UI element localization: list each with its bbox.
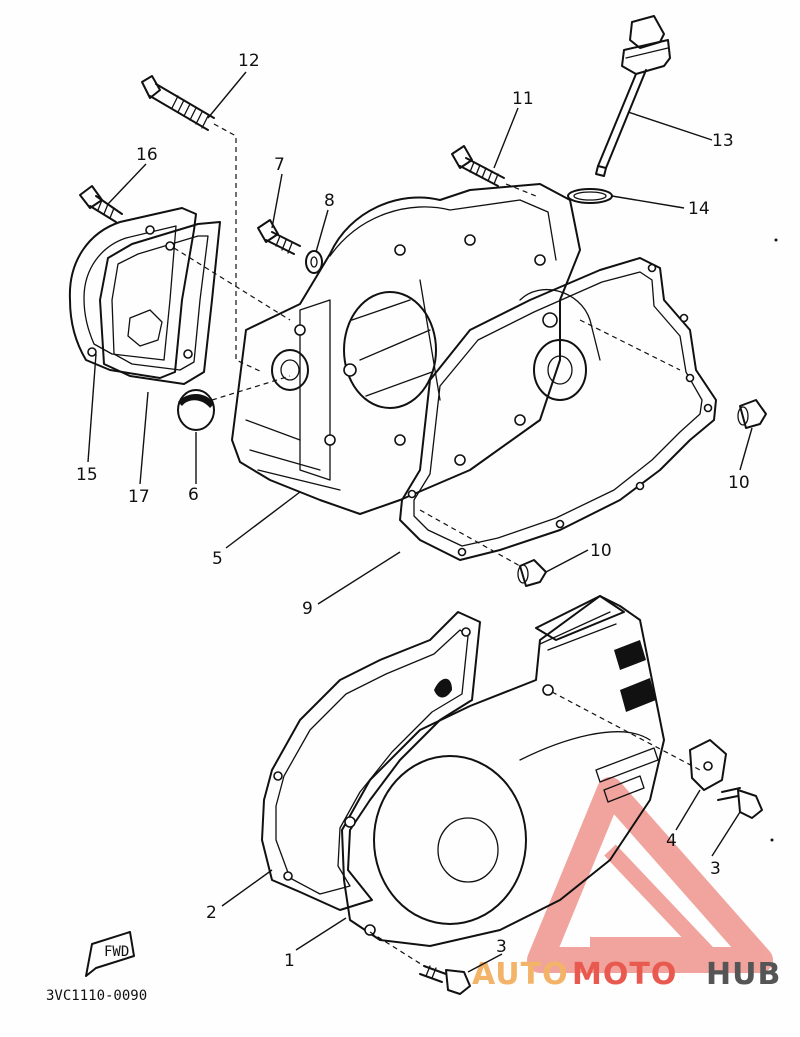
callout-14: 14: [688, 199, 710, 219]
callout-1: 1: [284, 951, 295, 971]
callout-4: 4: [666, 831, 677, 851]
callout-10-lower: 10: [590, 541, 612, 561]
fwd-arrow-icon: FWD: [85, 931, 135, 977]
callout-6: 6: [188, 485, 199, 505]
watermark-text: AUTO MOTO HUB: [472, 957, 781, 992]
part-17-gasket: [99, 221, 291, 385]
scan-speck: [770, 838, 774, 842]
callout-11: 11: [512, 89, 534, 109]
callout-8: 8: [324, 191, 335, 211]
callout-7: 7: [274, 155, 285, 175]
part-10-dowel-right: [737, 399, 767, 429]
callout-15: 15: [76, 465, 98, 485]
callout-9: 9: [302, 599, 313, 619]
watermark-logo: [527, 777, 773, 973]
part-3-bolt-right: [717, 787, 763, 819]
fwd-label: FWD: [104, 944, 129, 960]
part-4-bracket: [689, 739, 727, 791]
callout-17: 17: [128, 487, 150, 507]
callout-2: 2: [206, 903, 217, 923]
callout-3-right: 3: [710, 859, 721, 879]
watermark-word-auto: AUTO: [472, 957, 569, 992]
callout-16: 16: [136, 145, 158, 165]
part-15-small-cover: [68, 207, 197, 379]
part-14-o-ring: [567, 188, 613, 204]
part-16-bolt: [79, 185, 123, 223]
part-12-bolt: [141, 75, 263, 373]
callout-13: 13: [712, 131, 734, 151]
part-2-outer-gasket: [261, 611, 481, 911]
part-11-bolt: [451, 145, 537, 197]
scan-speck: [774, 238, 778, 242]
callout-5: 5: [212, 549, 223, 569]
callout-3-lower: 3: [496, 937, 507, 957]
part-5-crankcase-cover: [231, 183, 681, 515]
watermark-word-hub: HUB: [706, 957, 781, 992]
part-8-washer: [305, 250, 323, 274]
part-3-bolt-lower: [369, 931, 471, 995]
leader-lines: [87, 71, 753, 973]
part-13-dipstick: [595, 15, 671, 177]
part-10-dowel-lower: [419, 509, 547, 587]
callout-12: 12: [238, 51, 260, 71]
part-9-gasket: [399, 257, 717, 561]
part-1-outer-cover: [341, 595, 701, 947]
watermark-word-moto: MOTO: [572, 957, 677, 992]
diagram-code: 3VC1110-0090: [46, 988, 147, 1004]
part-6-plug: [177, 375, 291, 431]
callout-10-right: 10: [728, 473, 750, 493]
part-7-bolt: [257, 219, 301, 255]
